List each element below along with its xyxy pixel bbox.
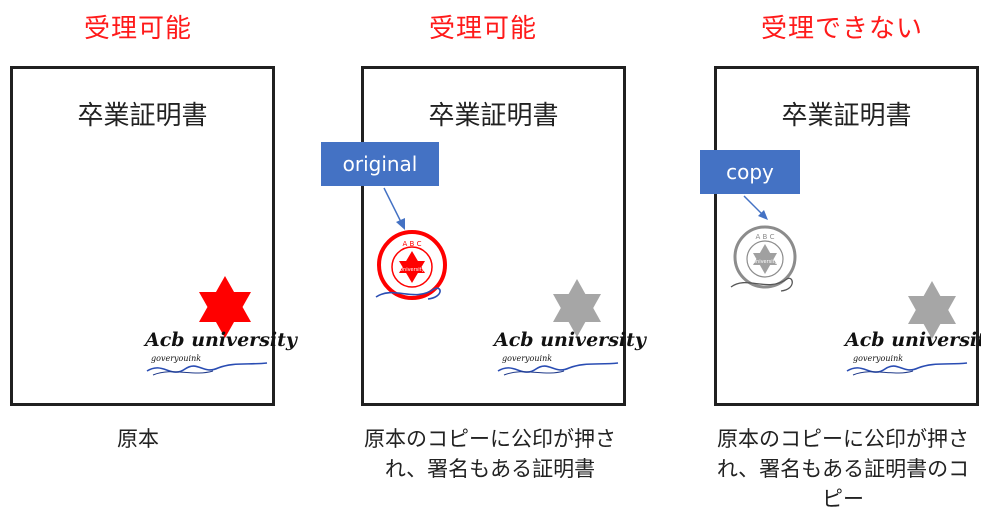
certificate-stamped-copy: 卒業証明書 A B C University Acb university go…	[361, 66, 646, 406]
seal-text-inner: University	[399, 267, 424, 273]
signature-small-text: goveryouink	[502, 354, 553, 363]
seal-text-top: A B C	[403, 240, 422, 248]
seal-text-inner: University	[752, 259, 777, 265]
seal-text-top: A B C	[756, 233, 775, 241]
handwritten-signature	[146, 362, 268, 376]
certificate-title: 卒業証明書	[77, 101, 208, 131]
caption-1: 原本	[117, 427, 159, 451]
university-signature-text: Acb university	[845, 329, 981, 351]
university-signature-text: Acb university	[145, 329, 297, 351]
arrow-icon	[383, 187, 405, 230]
certificate-title: 卒業証明書	[428, 101, 559, 131]
verdict-label-3: 受理できない	[760, 14, 923, 44]
certificate-original: 卒業証明書 Acb university goveryouink	[10, 66, 297, 406]
certificate-photocopy: 卒業証明書 A B C University Acb university go…	[714, 66, 981, 406]
handwritten-signature	[497, 362, 619, 376]
verdict-label-1: 受理可能	[83, 14, 192, 44]
star-icon	[908, 281, 956, 339]
star-icon	[553, 279, 601, 337]
certificate-title: 卒業証明書	[781, 101, 912, 131]
star-icon	[199, 276, 251, 338]
signature-small-text: goveryouink	[853, 354, 904, 363]
tag-copy: copy	[700, 150, 800, 194]
caption-2: 原本のコピーに公印が押され、署名もある証明書	[364, 427, 616, 481]
caption-3: 原本のコピーに公印が押され、署名もある証明書のコピー	[716, 427, 970, 511]
university-signature-text: Acb university	[494, 329, 646, 351]
signature-small-text: goveryouink	[151, 354, 202, 363]
tag-original: original	[321, 142, 439, 186]
arrow-icon	[743, 195, 768, 220]
handwritten-signature	[846, 362, 968, 376]
seal-stamp-red: A B C University	[375, 230, 447, 300]
seal-stamp-gray: A B C University	[730, 225, 797, 292]
verdict-label-2: 受理可能	[428, 14, 537, 44]
